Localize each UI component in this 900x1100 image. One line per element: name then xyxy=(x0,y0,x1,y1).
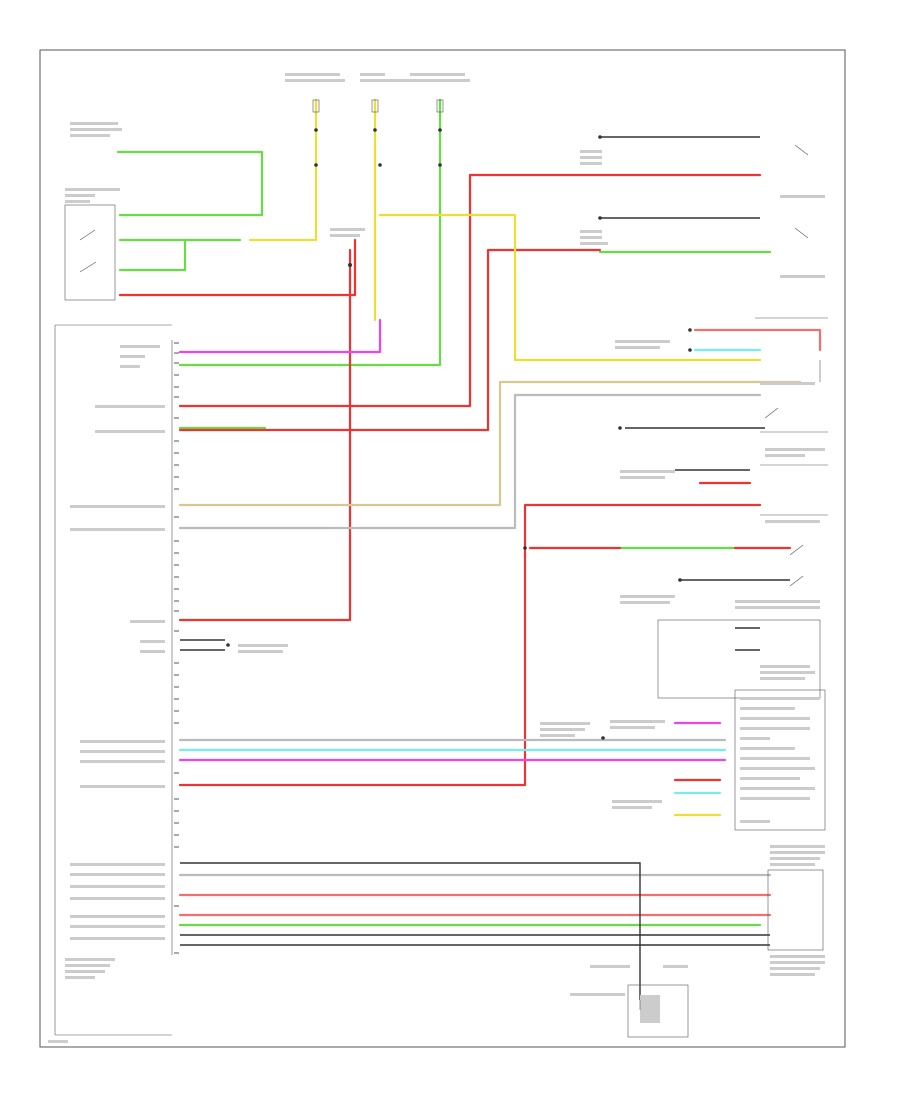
fuse-icon xyxy=(312,99,444,113)
diagram-frame xyxy=(39,49,846,1048)
splice-dot-icon xyxy=(226,128,692,740)
switch-icon xyxy=(764,144,809,587)
dark-wires xyxy=(180,136,790,1000)
illegible-label-marks xyxy=(48,73,825,1043)
red-wires xyxy=(118,173,822,917)
gray-wires xyxy=(178,393,772,877)
magenta-cyan-wires xyxy=(178,318,762,795)
pin-number-marks xyxy=(174,342,179,954)
camera-control-unit-connector xyxy=(54,324,173,1036)
green-wires xyxy=(116,98,772,927)
left-seat-switch-box xyxy=(64,204,116,301)
yellow-wires xyxy=(178,98,802,817)
switch-icon xyxy=(79,229,97,273)
right-components xyxy=(627,317,828,1038)
